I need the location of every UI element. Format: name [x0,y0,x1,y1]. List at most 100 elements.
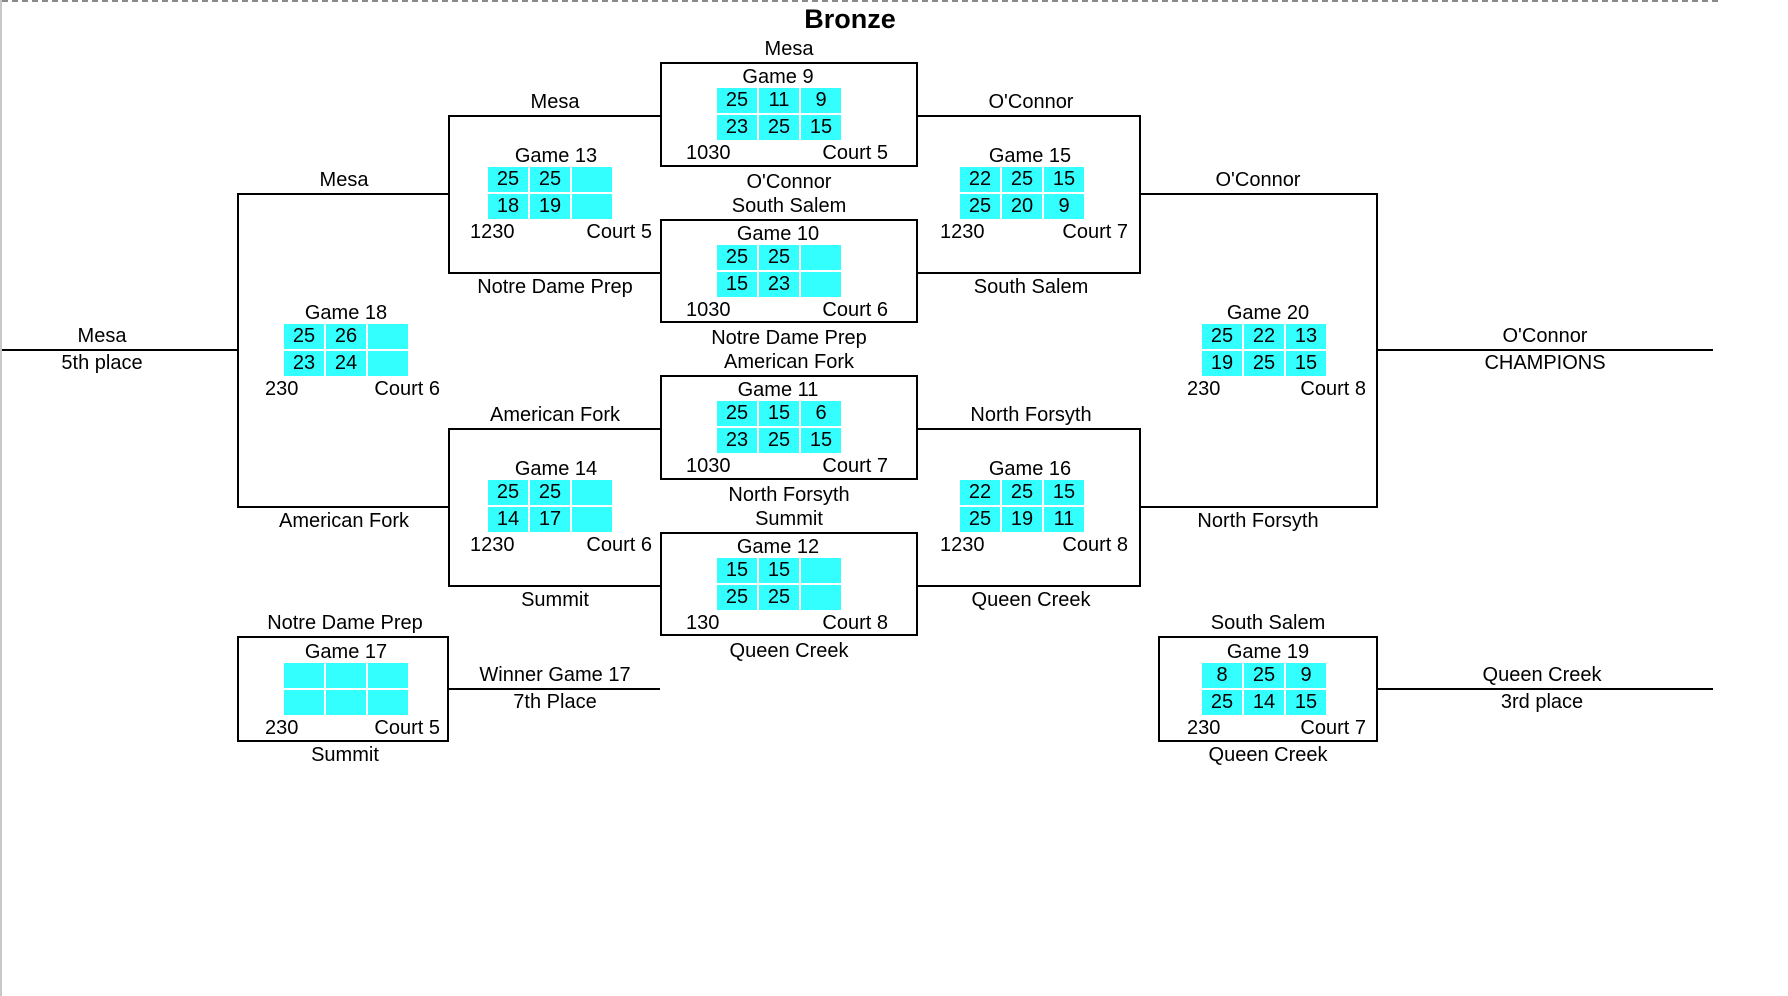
g14-court: Court 6 [586,534,652,556]
g14-line-vert [448,428,450,587]
score-cell: 14 [488,507,528,532]
g16-time: 1230 [940,534,985,556]
score-cell: 9 [1044,194,1084,219]
g12-team-top: Summit [755,508,823,530]
g14-team-top: American Fork [489,404,621,426]
g15-team-bottom: South Salem [973,276,1089,298]
seventh-place-line [448,688,660,690]
g10-time: 1030 [686,299,731,321]
g20-line-bottom [1139,506,1376,508]
score-cell: 23 [717,115,757,140]
g11-box [660,375,918,480]
g9-court: Court 5 [822,142,888,164]
score-cell: 25 [488,480,528,505]
score-cell [326,663,366,688]
score-cell: 25 [960,507,1000,532]
score-cell: 6 [801,401,841,426]
score-cell: 25 [488,167,528,192]
g11-time: 1030 [686,455,731,477]
g12-team-bottom: Queen Creek [729,640,849,662]
g16-line-bottom [918,585,1139,587]
score-cell: 25 [1202,324,1242,349]
g17-label: Game 17 [304,641,388,663]
score-cell: 19 [1002,507,1042,532]
score-cell: 18 [488,194,528,219]
score-cell: 23 [717,428,757,453]
score-cell: 9 [801,88,841,113]
fifth-place-label: 5th place [61,352,143,374]
g15-line-bottom [918,272,1139,274]
fifth-place-line [2,349,237,351]
g13-line-vert [448,115,450,274]
champion-line [1376,349,1713,351]
score-cell [801,585,841,610]
score-cell: 22 [960,480,1000,505]
g20-line-top [1139,193,1376,195]
score-cell [368,663,408,688]
g9-time: 1030 [686,142,731,164]
g16-label: Game 16 [988,458,1072,480]
g16-line-top [918,428,1139,430]
score-cell: 15 [759,558,799,583]
g10-court: Court 6 [822,299,888,321]
third-place-team: Queen Creek [1482,664,1602,686]
g20-court: Court 8 [1300,378,1366,400]
g10-team-top: South Salem [731,195,847,217]
score-cell: 17 [530,507,570,532]
score-cell [572,194,612,219]
g19-team-bottom: Queen Creek [1208,744,1328,766]
score-cell: 15 [1286,351,1326,376]
score-cell [572,167,612,192]
score-cell: 23 [284,351,324,376]
g20-team-bottom: North Forsyth [1197,510,1319,532]
g20-time: 230 [1187,378,1221,400]
score-cell [801,558,841,583]
g14-line-top [448,428,660,430]
page-break-line [2,0,1718,2]
score-cell: 11 [759,88,799,113]
g9-team-top: Mesa [764,38,814,60]
g19-court: Court 7 [1300,717,1366,739]
score-cell: 24 [326,351,366,376]
g11-team-top: American Fork [723,351,855,373]
score-cell: 25 [717,585,757,610]
g11-court: Court 7 [822,455,888,477]
score-cell [801,245,841,270]
score-cell: 25 [759,585,799,610]
g13-line-top [448,115,660,117]
score-cell: 25 [759,115,799,140]
score-cell [284,690,324,715]
score-cell: 23 [759,272,799,297]
score-cell: 25 [1202,690,1242,715]
g18-label: Game 18 [304,302,388,324]
score-cell: 15 [717,272,757,297]
g18-line-bottom [237,506,448,508]
score-cell: 15 [759,401,799,426]
score-cell: 25 [530,167,570,192]
g14-team-bottom: Summit [521,589,589,611]
score-cell: 26 [326,324,366,349]
g16-court: Court 8 [1062,534,1128,556]
score-cell: 25 [717,245,757,270]
g18-time: 230 [265,378,299,400]
score-cell: 25 [759,428,799,453]
score-cell: 22 [1244,324,1284,349]
g15-line-top [918,115,1139,117]
g19-time: 230 [1187,717,1221,739]
left-edge [0,0,2,996]
score-cell: 19 [530,194,570,219]
score-cell: 11 [1044,507,1084,532]
score-cell: 22 [960,167,1000,192]
score-cell: 15 [1044,480,1084,505]
score-cell [326,690,366,715]
g20-team-top: O'Connor [1215,169,1301,191]
g17-team-bottom: Summit [311,744,379,766]
score-cell: 15 [1044,167,1084,192]
